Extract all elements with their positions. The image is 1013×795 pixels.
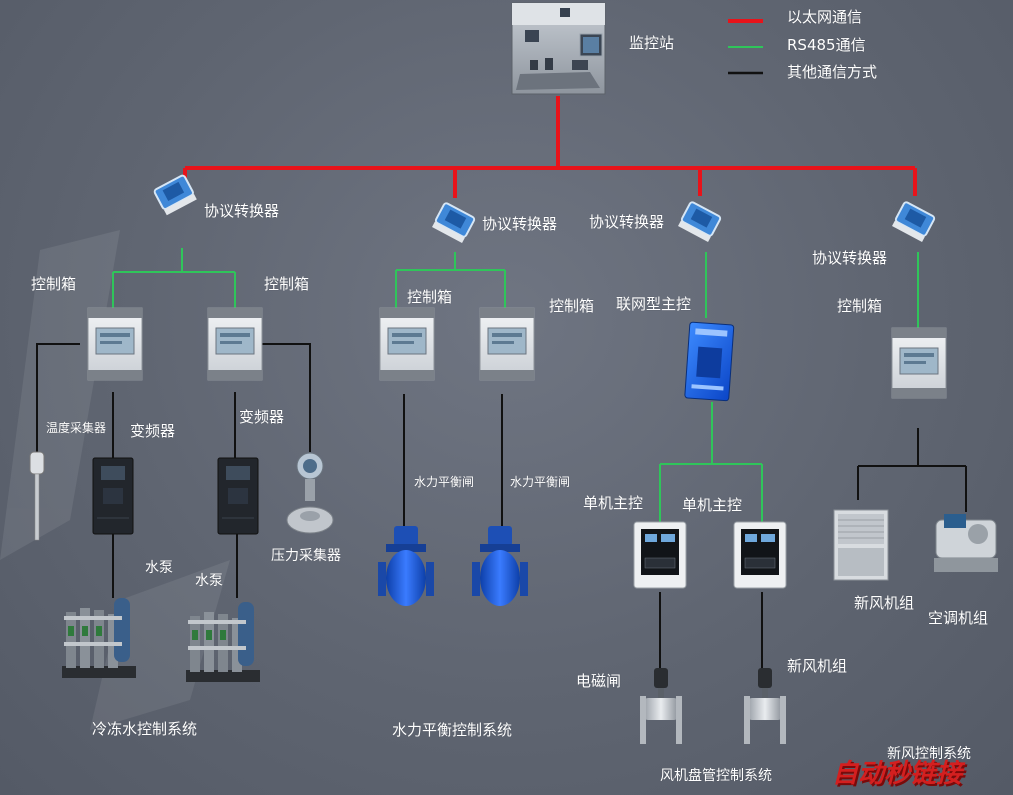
fresh-air-unit-image — [833, 509, 889, 581]
watermark-logo: 自动秒链接 自动秒链接 — [832, 759, 968, 791]
protocol-converter-3 — [678, 201, 722, 242]
temperature-sensor — [29, 451, 45, 541]
fresh-air-system-label: 新风控制系统 — [887, 746, 971, 762]
monitor-station-image — [511, 2, 606, 95]
balance-valve-2-label: 水力平衡闸 — [510, 475, 571, 489]
balance-valve-1 — [378, 526, 434, 606]
protocol-converter-4 — [892, 201, 936, 242]
pump-2-label: 水泵 — [195, 573, 223, 589]
chilled-water-system-label: 冷冻水控制系统 — [92, 720, 198, 738]
fresh-air-unit-2-label: 新风机组 — [787, 657, 848, 675]
ac-unit-label: 空调机组 — [928, 609, 989, 627]
single-master-2-label: 单机主控 — [682, 496, 743, 514]
legend — [728, 19, 763, 75]
fresh-air-unit-1-label: 新风机组 — [854, 594, 915, 612]
single-master-controller-1 — [633, 521, 687, 589]
control-box-4 — [479, 307, 535, 381]
control-box-1 — [87, 307, 143, 381]
control-box-2-label: 控制箱 — [264, 275, 310, 293]
solenoid-valve-1 — [640, 668, 682, 744]
control-box-4-label: 控制箱 — [549, 297, 595, 315]
rs485-links — [112, 248, 919, 522]
vfd-1 — [92, 457, 134, 535]
pressure-collector-label: 压力采集器 — [271, 548, 341, 564]
vfd-2-label: 变频器 — [239, 408, 285, 426]
pump-set-2 — [186, 602, 260, 682]
legend-ethernet-label: 以太网通信 — [787, 8, 863, 26]
vfd-2 — [217, 457, 259, 535]
solenoid-valve-2 — [744, 668, 786, 744]
converter-2-label: 协议转换器 — [482, 215, 558, 233]
balance-valve-1-label: 水力平衡闸 — [414, 475, 475, 489]
svg-text:自动秒链接: 自动秒链接 — [832, 759, 966, 789]
control-box-5-label: 控制箱 — [837, 297, 883, 315]
pump-set-1 — [62, 598, 136, 678]
ac-unit-image — [934, 514, 998, 572]
converter-1-label: 协议转换器 — [204, 202, 280, 220]
protocol-converter-2 — [432, 202, 476, 243]
solenoid-valve-label: 电磁闸 — [576, 672, 622, 690]
pressure-sensor — [286, 452, 334, 534]
other-links — [36, 343, 967, 672]
legend-other-label: 其他通信方式 — [787, 63, 878, 81]
hydraulic-balance-system-label: 水力平衡控制系统 — [392, 721, 513, 739]
single-master-controller-2 — [733, 521, 787, 589]
control-box-5 — [891, 327, 947, 399]
fan-coil-system-label: 风机盘管控制系统 — [660, 768, 772, 784]
control-box-3-label: 控制箱 — [407, 288, 453, 306]
balance-valve-2 — [472, 526, 528, 606]
converter-4-label: 协议转换器 — [812, 249, 888, 267]
temp-collector-label: 温度采集器 — [46, 421, 107, 435]
svg-text:自动秒链接: 自动秒链接 — [834, 761, 968, 791]
legend-rs485-label: RS485通信 — [787, 36, 866, 54]
networked-master-device — [684, 321, 735, 402]
networked-master-label: 联网型主控 — [616, 295, 692, 313]
control-box-3 — [379, 307, 435, 381]
single-master-1-label: 单机主控 — [583, 494, 644, 512]
vfd-1-label: 变频器 — [130, 422, 176, 440]
control-box-1-label: 控制箱 — [31, 275, 77, 293]
converter-3-label: 协议转换器 — [589, 213, 665, 231]
pump-1-label: 水泵 — [145, 560, 173, 576]
control-box-2 — [207, 307, 263, 381]
protocol-converter-1 — [153, 174, 197, 216]
monitor-station-label: 监控站 — [629, 34, 675, 52]
ethernet-links — [183, 96, 917, 198]
